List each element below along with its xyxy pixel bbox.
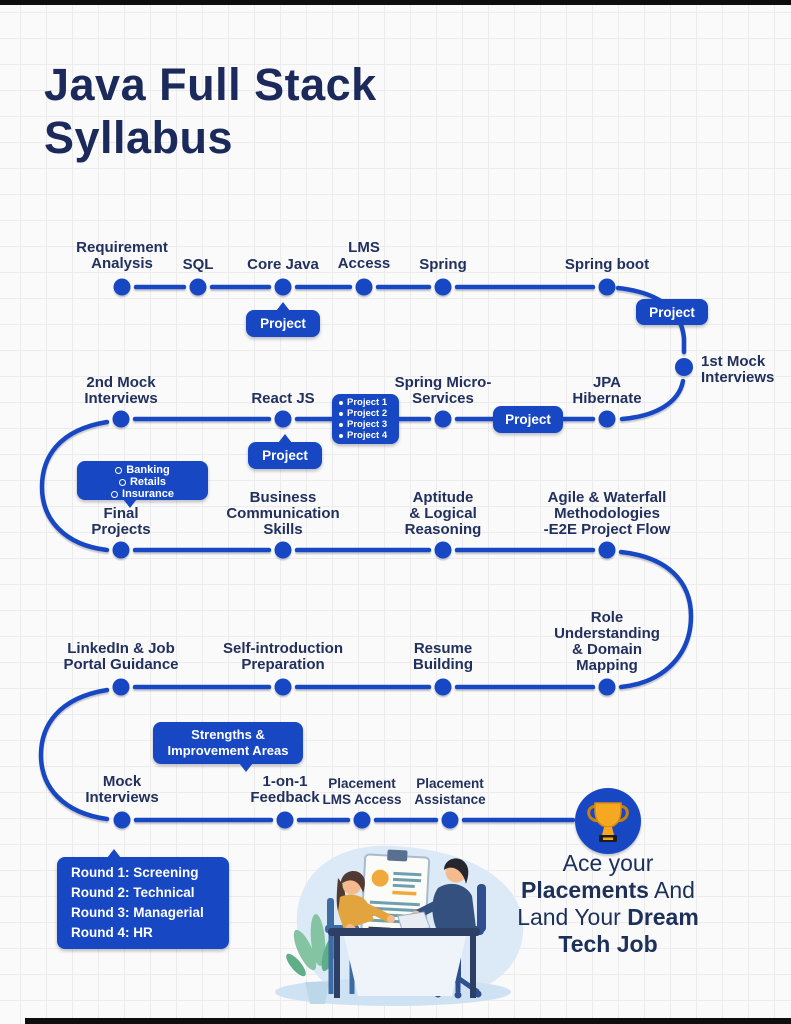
node-label-requirement-analysis: Requirement Analysis — [76, 239, 168, 272]
strengths-improvement-badge: Strengths & Improvement Areas — [153, 722, 303, 772]
node-label-business-communication: Business Communication Skills — [226, 489, 340, 538]
timeline-nodes — [112, 278, 693, 829]
project-badge-react: Project — [248, 434, 322, 469]
top-border-bar — [0, 0, 791, 5]
node-label-1st-mock-interviews: 1st Mock Interviews — [701, 353, 775, 386]
trophy-icon — [575, 788, 641, 854]
ring-bullet-icon — [111, 490, 119, 498]
final-project-domains-badge: Banking Retails Insurance — [77, 461, 208, 508]
node-label-react-js: React JS — [251, 390, 315, 407]
page-title: Java Full Stack Syllabus — [44, 59, 377, 163]
badge-tail — [276, 302, 290, 311]
badge-tail — [239, 763, 253, 772]
node-label-jpa-hibernate: JPA Hibernate — [572, 374, 642, 407]
project-badge-spring-boot: Project — [636, 299, 708, 325]
interview-illustration — [275, 845, 524, 1006]
node-label-final-projects: Final Projects — [91, 505, 151, 538]
node-label-core-java: Core Java — [247, 256, 319, 273]
badge-tail — [107, 849, 121, 858]
bullet-icon — [339, 411, 343, 416]
bullet-icon — [339, 422, 343, 427]
node-label-sql: SQL — [182, 256, 214, 273]
node-label-lms-access: LMS Access — [337, 239, 391, 272]
ring-bullet-icon — [118, 478, 126, 486]
node-label-linkedin-guidance: LinkedIn & Job Portal Guidance — [63, 640, 179, 673]
badge-tail — [123, 499, 137, 508]
node-label-spring-microservices: Spring Micro- Services — [394, 374, 492, 407]
plant-icon — [286, 914, 339, 1004]
node-label-placement-lms: Placement LMS Access — [322, 776, 402, 807]
project-badge-jpa: Project — [493, 406, 563, 433]
timeline-connectors — [38, 284, 694, 823]
node-label-mock-interviews: Mock Interviews — [85, 773, 159, 806]
node-label-resume-building: Resume Building — [413, 640, 473, 673]
project-badge-core-java: Project — [246, 302, 320, 337]
node-label-agile-waterfall: Agile & Waterfall Methodologies -E2E Pro… — [543, 489, 671, 538]
bottom-border-bar — [25, 1018, 791, 1024]
ring-bullet-icon — [115, 466, 123, 474]
node-label-2nd-mock-interviews: 2nd Mock Interviews — [84, 374, 158, 407]
node-label-placement-assistance: Placement Assistance — [414, 776, 486, 807]
tagline: Ace your Placements And Land Your Dream … — [517, 850, 699, 957]
badge-tail — [278, 434, 292, 443]
node-label-spring-boot: Spring boot — [564, 256, 650, 273]
node-label-self-introduction: Self-introduction Preparation — [223, 640, 343, 673]
node-label-aptitude-reasoning: Aptitude & Logical Reasoning — [404, 489, 482, 538]
node-label-role-understanding: Role Understanding & Domain Mapping — [554, 609, 660, 674]
bullet-icon — [339, 400, 343, 405]
node-label-1on1-feedback: 1-on-1 Feedback — [250, 773, 320, 806]
bullet-icon — [339, 433, 343, 438]
interview-rounds-badge: Round 1: Screening Round 2: Technical Ro… — [57, 849, 229, 949]
node-label-spring: Spring — [419, 256, 467, 273]
projects-list-badge: Project 1 Project 2 Project 3 Project 4 — [332, 394, 399, 444]
